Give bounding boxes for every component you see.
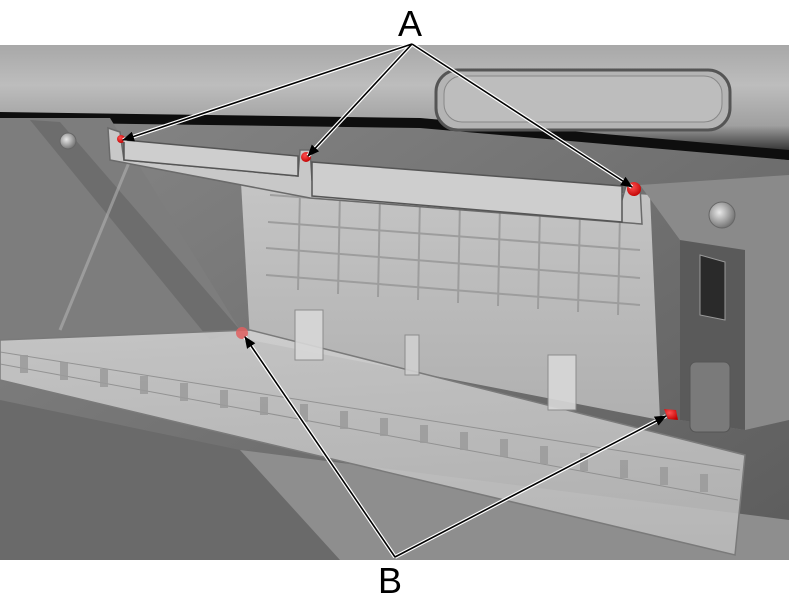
callout-a-leaders [122, 42, 634, 189]
callout-b-leaders [243, 335, 667, 559]
glove-box-render [0, 45, 789, 560]
callout-label-a: A [398, 3, 423, 44]
callout-label-b: B [378, 560, 403, 601]
glove-box-illustration [0, 45, 789, 560]
